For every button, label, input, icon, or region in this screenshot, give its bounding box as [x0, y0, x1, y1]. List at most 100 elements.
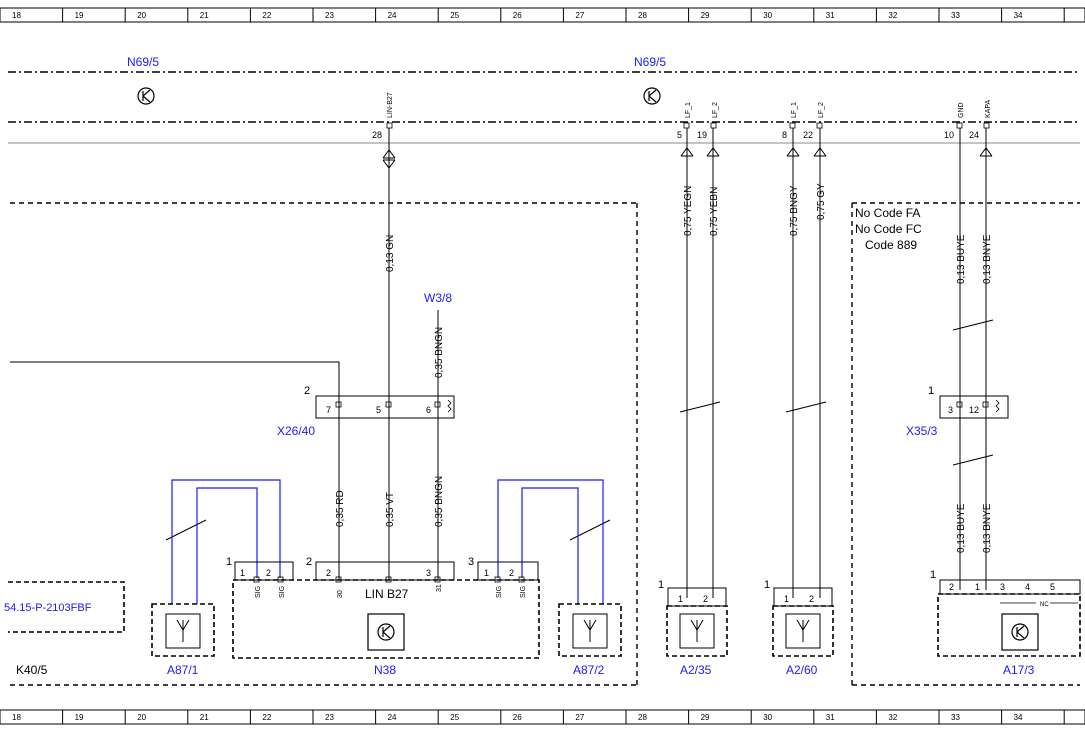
top-pin-kapa: KAPA 24	[969, 100, 992, 140]
svg-text:1: 1	[658, 579, 664, 591]
connector-x35-3: 1 3 12	[928, 385, 1009, 419]
ruler-cell-label: 32	[888, 713, 897, 722]
svg-text:2: 2	[703, 594, 708, 604]
right-option-boundary	[851, 202, 1080, 686]
ruler-cell-label: 29	[701, 11, 710, 20]
svg-text:1: 1	[764, 579, 770, 591]
top-pin-lf1-b: LF_1 8	[782, 102, 798, 140]
ruler-cell-label: 28	[638, 11, 647, 20]
svg-text:1: 1	[240, 568, 245, 578]
wires	[10, 128, 994, 598]
svg-text:KAPA: KAPA	[985, 100, 992, 118]
wire-label-gy: 0,75 GY	[816, 183, 827, 220]
svg-text:3: 3	[468, 556, 474, 568]
antenna-icon	[165, 613, 201, 649]
wire-label-vt: 0,35 VT	[385, 492, 396, 527]
ruler-cell-label: 25	[450, 11, 459, 20]
n69-right-label: N69/5	[634, 55, 666, 69]
ruler-cell-label: 20	[137, 713, 146, 722]
wire-label-gn: 0,13 GN	[385, 235, 396, 272]
svg-text:3: 3	[426, 568, 431, 578]
ruler-cell-label: 34	[1014, 11, 1023, 20]
antenna-icon	[572, 613, 608, 649]
a2-60-connector: 1 1 2	[764, 579, 833, 607]
svg-text:2: 2	[809, 594, 814, 604]
connector-x26-40: 2 7 5 6	[304, 385, 455, 419]
ruler-cell-label: 27	[575, 713, 584, 722]
ruler-cell-label: 26	[513, 11, 522, 20]
connector-label-x26-40: X26/40	[277, 424, 315, 438]
reference-link[interactable]: 54.15-P-2103FBF	[4, 602, 92, 614]
svg-text:NC: NC	[1040, 602, 1049, 608]
ruler-cell-label: 22	[262, 713, 271, 722]
svg-text:2: 2	[949, 582, 954, 592]
wire-label-yebn: 0,75 YEBN	[709, 187, 720, 236]
k40-5-boundary	[10, 202, 638, 686]
svg-text:24: 24	[969, 130, 979, 140]
ruler-cell-label: 21	[200, 11, 209, 20]
wire-label-bnye-bot: 0,13 BNYE	[982, 503, 993, 553]
ruler-cell-label: 31	[826, 11, 835, 20]
svg-text:10: 10	[944, 130, 954, 140]
ruler-cell-label: 22	[262, 11, 271, 20]
svg-text:3: 3	[1000, 582, 1005, 592]
a2-60-box	[772, 605, 834, 657]
svg-text:5: 5	[1050, 582, 1055, 592]
connector-arrows	[382, 147, 993, 169]
ruler-cell-label: 28	[638, 713, 647, 722]
top-pin-lf2-b: LF_2 22	[803, 102, 825, 140]
wire-label-bngy: 0,75 BNGY	[789, 185, 800, 236]
ruler-cell-label: 24	[388, 713, 397, 722]
svg-text:1: 1	[975, 582, 980, 592]
component-label-n38: N38	[374, 663, 396, 677]
svg-text:3: 3	[948, 405, 953, 415]
ruler-cell-label: 20	[137, 11, 146, 20]
connector-label-w3-8: W3/8	[424, 291, 452, 305]
a2-35-box	[666, 605, 728, 657]
sig-label: SIG	[520, 586, 527, 598]
ruler-cell-label: 30	[763, 713, 772, 722]
transistor-icon	[137, 87, 155, 105]
wire-label-bngn-bot: 0,35 BNGN	[434, 476, 445, 527]
a87-2-box	[558, 603, 622, 657]
transistor-icon	[1001, 613, 1039, 651]
ruler-cell-label: 23	[325, 713, 334, 722]
svg-text:2: 2	[304, 385, 310, 397]
a87-1-box	[151, 603, 215, 657]
connector-label-x35-3: X35/3	[906, 424, 938, 438]
transistor-icon	[643, 87, 661, 105]
svg-text:6: 6	[426, 405, 431, 415]
component-label-a87-1: A87/1	[167, 663, 199, 677]
ruler-cell-label: 34	[1014, 713, 1023, 722]
top-pin-lf2-a: LF_2 19	[697, 102, 719, 140]
sig-label: SIG	[279, 586, 286, 598]
pin-label: 30	[337, 590, 344, 598]
component-label-k40-5: K40/5	[16, 663, 48, 677]
top-pin-lin-b27: LIN-B27 28	[372, 92, 394, 140]
ruler-cell-label: 18	[12, 11, 21, 20]
ruler-cell-label: 19	[75, 713, 84, 722]
svg-text:GND: GND	[958, 102, 965, 118]
svg-text:7: 7	[326, 405, 331, 415]
ruler-cell-label: 26	[513, 713, 522, 722]
svg-text:28: 28	[372, 130, 382, 140]
ruler-cell-label: 30	[763, 11, 772, 20]
wire-label-buye-bot: 0,13 BUYE	[956, 503, 967, 553]
bottom-ruler	[0, 709, 1085, 725]
transistor-icon	[367, 613, 405, 651]
ruler-cell-label: 29	[701, 713, 710, 722]
sig-label: SIG	[496, 586, 503, 598]
svg-text:1: 1	[928, 385, 934, 397]
component-label-a17-3: A17/3	[1003, 663, 1035, 677]
lin-b27-label: LIN B27	[365, 587, 409, 601]
svg-text:1: 1	[678, 594, 683, 604]
sig-label: SIG	[255, 586, 262, 598]
ruler-cell-label: 33	[951, 713, 960, 722]
n69-left-label: N69/5	[127, 55, 159, 69]
antenna-cables	[171, 479, 604, 604]
svg-text:5: 5	[376, 405, 381, 415]
ruler-cell-label: 31	[826, 713, 835, 722]
n38-connectors: 1 1 2 2 2 3 3 1 2	[226, 556, 539, 583]
